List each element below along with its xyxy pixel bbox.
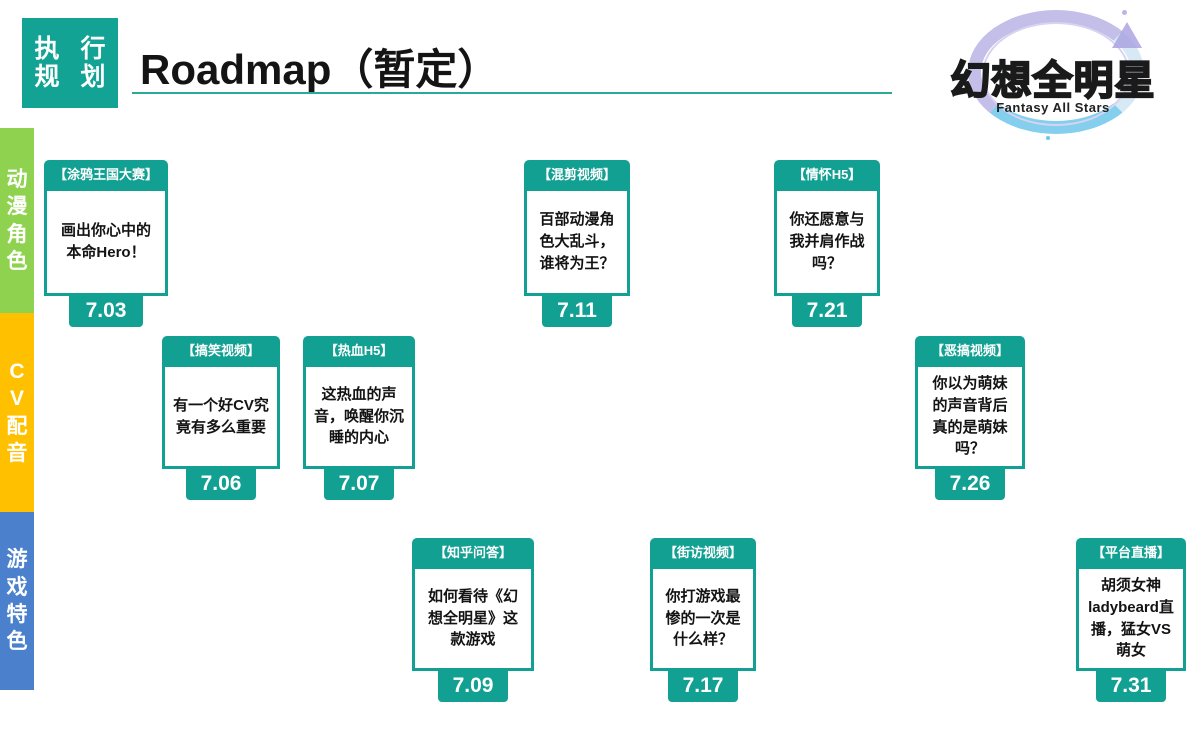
roadmap-card[interactable]: 【情怀H5】 你还愿意与我并肩作战吗？ 7.21 [774,160,880,327]
page-title: Roadmap（暂定） [140,46,500,93]
roadmap-card[interactable]: 【混剪视频】 百部动漫角色大乱斗，谁将为王？ 7.11 [524,160,630,327]
card-tag: 【街访视频】 [650,538,756,566]
card-text: 这热血的声音，唤醒你沉睡的内心 [303,364,415,469]
card-text: 画出你心中的本命Hero！ [44,188,168,296]
section-badge-line-2: 规 划 [34,63,113,91]
card-date: 7.07 [324,469,394,500]
roadmap-card[interactable]: 【搞笑视频】 有一个好CV究竟有多么重要 7.06 [162,336,280,500]
section-badge: 执 行 规 划 [22,18,118,108]
card-text: 你还愿意与我并肩作战吗？ [774,188,880,296]
lane-char: 动 [6,167,28,191]
sidebar-item-game-feature-label: 游 戏 特 色 [7,546,28,655]
sidebar-item-game-feature[interactable]: 游 戏 特 色 [0,512,34,690]
card-tag: 【混剪视频】 [524,160,630,188]
lane-char: 漫 [6,195,28,219]
logo-star-icon [1112,22,1142,48]
logo-title-en: Fantasy All Stars [996,100,1110,115]
sidebar-item-anime-character-label: 动 漫 角 色 [7,166,28,275]
card-date: 7.11 [542,296,612,327]
card-date: 7.26 [935,469,1005,500]
card-text: 如何看待《幻想全明星》这款游戏 [412,566,534,671]
card-date: 7.06 [186,469,256,500]
sidebar-item-cv-dubbing[interactable]: C V 配 音 [0,313,34,512]
section-badge-line-1: 执 行 [34,34,113,63]
card-text: 有一个好CV究竟有多么重要 [162,364,280,469]
logo-inner-ring-icon [982,22,1130,126]
sidebar-item-cv-dubbing-label: C V 配 音 [7,358,28,467]
lane-char: 色 [6,249,28,273]
logo-title-cn: 幻想全明星 [916,48,1190,106]
card-tag: 【情怀H5】 [774,160,880,188]
lane-char: 特 [6,603,28,626]
lane-char: 音 [6,441,28,465]
card-tag: 【知乎问答】 [412,538,534,566]
lane-char: C [9,359,25,383]
sidebar-item-anime-character[interactable]: 动 漫 角 色 [0,128,34,313]
card-tag: 【搞笑视频】 [162,336,280,364]
roadmap-card[interactable]: 【热血H5】 这热血的声音，唤醒你沉睡的内心 7.07 [303,336,415,500]
card-date: 7.31 [1096,671,1166,702]
card-date: 7.03 [69,296,143,327]
lane-char: 配 [6,414,28,438]
roadmap-card[interactable]: 【平台直播】 胡须女神ladybeard直播，猛女VS萌女 7.31 [1076,538,1186,702]
card-tag: 【平台直播】 [1076,538,1186,566]
card-text: 你打游戏最惨的一次是什么样？ [650,566,756,671]
card-tag: 【热血H5】 [303,336,415,364]
card-date: 7.09 [438,671,508,702]
roadmap-card[interactable]: 【知乎问答】 如何看待《幻想全明星》这款游戏 7.09 [412,538,534,702]
card-text: 你以为萌妹的声音背后真的是萌妹吗？ [915,364,1025,469]
lane-char: 戏 [6,575,28,599]
card-text: 百部动漫角色大乱斗，谁将为王？ [524,188,630,296]
title-underline [132,92,892,94]
roadmap-card[interactable]: 【恶搞视频】 你以为萌妹的声音背后真的是萌妹吗？ 7.26 [915,336,1025,500]
card-tag: 【涂鸦王国大赛】 [44,160,168,188]
lane-char: 角 [6,222,28,246]
game-logo: 幻想全明星 Fantasy All Stars [916,4,1190,144]
logo-sparkle-small-icon [1046,136,1050,140]
lane-char: 色 [6,630,28,654]
card-date: 7.21 [792,296,862,327]
lane-char: 游 [6,548,28,572]
roadmap-card[interactable]: 【街访视频】 你打游戏最惨的一次是什么样？ 7.17 [650,538,756,702]
roadmap-card[interactable]: 【涂鸦王国大赛】 画出你心中的本命Hero！ 7.03 [44,160,168,327]
lane-char: V [9,387,24,411]
card-tag: 【恶搞视频】 [915,336,1025,364]
card-date: 7.17 [668,671,738,702]
card-text: 胡须女神ladybeard直播，猛女VS萌女 [1076,566,1186,671]
logo-sparkle-icon [1122,10,1127,15]
